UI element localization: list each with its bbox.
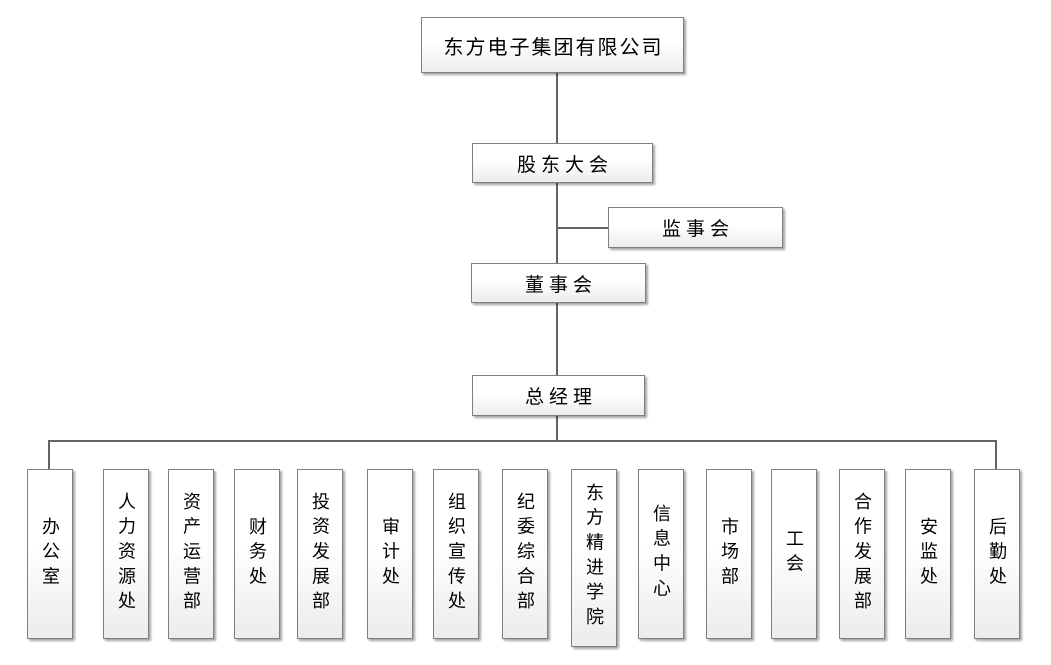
connector-general-manager-to-bus (556, 416, 558, 441)
connector-company-to-shareholders (556, 73, 558, 143)
dept-information-center-label: 信息中心 (651, 504, 671, 604)
connector-branch-to-supervisory (557, 227, 609, 229)
dept-finance: 财务处 (234, 469, 280, 639)
dept-investment-development-label: 投资发展部 (310, 491, 330, 617)
dept-asset-operations: 资产运营部 (168, 469, 214, 639)
dept-human-resources-label: 人力资源处 (116, 491, 136, 617)
dept-logistics-label: 后勤处 (987, 516, 1007, 592)
dept-asset-operations-label: 资产运营部 (181, 491, 201, 617)
org-node-general-manager-label: 总经理 (524, 387, 597, 408)
dept-safety-supervision-label: 安监处 (918, 516, 938, 592)
connector-shareholders-to-board (556, 183, 558, 263)
org-node-supervisory-board-label: 监事会 (661, 219, 734, 240)
dept-audit: 审计处 (367, 469, 413, 639)
dept-cooperation-development: 合作发展部 (839, 469, 885, 639)
dept-office-label: 办公室 (40, 516, 60, 592)
dept-office: 办公室 (27, 469, 73, 639)
org-node-company: 东方电子集团有限公司 (421, 17, 684, 73)
connector-bus-to-logistics (995, 440, 997, 469)
org-node-general-manager: 总经理 (472, 375, 645, 416)
dept-marketing-label: 市场部 (719, 516, 739, 592)
connector-departments-bus (48, 440, 997, 442)
dept-discipline-committee-label: 纪委综合部 (515, 491, 535, 617)
dept-audit-label: 审计处 (380, 516, 400, 592)
dept-organization-publicity: 组织宣传处 (433, 469, 479, 639)
connector-bus-to-office (48, 440, 50, 469)
dept-safety-supervision: 安监处 (905, 469, 951, 639)
org-node-shareholders-meeting-label: 股东大会 (516, 154, 613, 176)
connector-board-to-general-manager (556, 303, 558, 375)
org-node-board-of-directors: 董事会 (471, 263, 646, 303)
dept-finance-label: 财务处 (247, 516, 267, 592)
dept-human-resources: 人力资源处 (103, 469, 149, 639)
org-node-company-label: 东方电子集团有限公司 (443, 36, 664, 59)
dept-dongfang-jingjin-academy: 东方精进学院 (571, 469, 617, 647)
dept-labor-union-label: 工会 (784, 529, 804, 579)
dept-organization-publicity-label: 组织宣传处 (446, 491, 466, 617)
org-node-board-of-directors-label: 董事会 (524, 274, 597, 296)
org-node-supervisory-board: 监事会 (608, 207, 783, 248)
org-node-shareholders-meeting: 股东大会 (472, 143, 653, 183)
dept-logistics: 后勤处 (974, 469, 1020, 639)
dept-dongfang-jingjin-academy-label: 东方精进学院 (584, 483, 604, 633)
dept-investment-development: 投资发展部 (297, 469, 343, 639)
dept-marketing: 市场部 (706, 469, 752, 639)
dept-information-center: 信息中心 (638, 469, 684, 639)
dept-cooperation-development-label: 合作发展部 (852, 491, 872, 617)
dept-discipline-committee: 纪委综合部 (502, 469, 548, 639)
dept-labor-union: 工会 (771, 469, 817, 639)
